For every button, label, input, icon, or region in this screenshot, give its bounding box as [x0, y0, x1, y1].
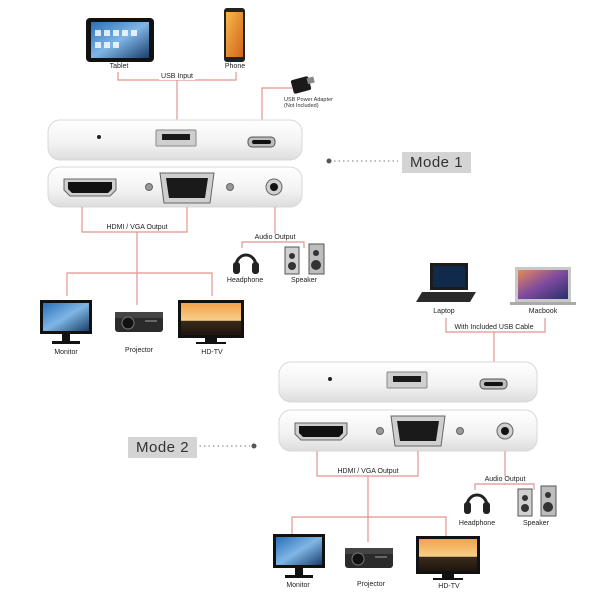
speaker-icon [517, 485, 557, 517]
hdmi-port [294, 422, 348, 441]
mode2-monitor-label: Monitor [286, 582, 310, 589]
vga-screw-right [456, 427, 464, 435]
usb-cable-label: With Included USB Cable [452, 324, 536, 331]
phone-icon [224, 8, 245, 62]
mode1-speaker-label: Speaker [290, 277, 318, 284]
led-indicator [328, 377, 332, 381]
mode2-pointer-dot [251, 443, 257, 449]
mode2-audio-output-label: Audio Output [482, 476, 528, 483]
usb-a-port [386, 371, 428, 389]
usb-power-adapter-label-line1: USB Power Adapter [284, 97, 333, 103]
mode1-audio-output-label: Audio Output [252, 234, 298, 241]
vga-screw-right [226, 183, 234, 191]
usb-input-label: USB Input [159, 73, 195, 80]
vga-port [159, 172, 215, 204]
macbook-label: Macbook [528, 308, 558, 315]
usb-power-adapter-icon [290, 76, 315, 94]
monitor-icon [273, 534, 325, 578]
mode2-projector-label: Projector [356, 581, 386, 588]
usb-power-adapter-label-line2: (Not Included) [284, 103, 319, 109]
laptop-label: Laptop [433, 308, 455, 315]
monitor-icon [40, 300, 92, 344]
hdtv-icon [178, 300, 244, 344]
mode1-hdmi-vga-connector [66, 207, 305, 305]
mode1-projector-label: Projector [124, 347, 154, 354]
macbook-icon [510, 267, 576, 305]
vga-port [390, 415, 446, 447]
led-indicator [97, 135, 101, 139]
mode2-badge: Mode 2 [128, 437, 198, 458]
mode1-badge: Mode 1 [402, 152, 472, 173]
usb-a-port [155, 129, 197, 147]
micro-usb-port [479, 378, 508, 390]
laptop-icon [416, 263, 476, 302]
tablet-icon [86, 18, 154, 62]
mode1-hdmi-vga-output-label: HDMI / VGA Output [104, 224, 170, 231]
mode1-monitor-label: Monitor [54, 349, 78, 356]
headphone-icon [233, 253, 259, 274]
vga-screw-left [145, 183, 153, 191]
mode1-headphone-label: Headphone [226, 277, 264, 284]
audio-jack [265, 178, 283, 196]
projector-icon [115, 312, 163, 332]
mode2-headphone-label: Headphone [458, 520, 496, 527]
phone-label: Phone [224, 63, 246, 70]
tablet-label: Tablet [109, 63, 129, 70]
projector-icon [345, 548, 393, 568]
mode2-hdtv-label: HD-TV [438, 583, 460, 590]
mode1-hdtv-label: HD-TV [201, 349, 223, 356]
audio-jack [496, 422, 514, 440]
hdtv-icon [416, 536, 480, 580]
speaker-icon [284, 243, 325, 275]
mode1-pointer-dot [326, 158, 332, 164]
mode2-hdmi-vga-connector [291, 451, 535, 542]
mode2-speaker-label: Speaker [522, 520, 550, 527]
hdmi-port [63, 178, 117, 197]
usb-power-adapter-label: USB Power Adapter (Not Included) [284, 97, 333, 109]
headphone-icon [464, 493, 490, 514]
vga-screw-left [376, 427, 384, 435]
micro-usb-port [247, 136, 276, 148]
mode2-hdmi-vga-output-label: HDMI / VGA Output [335, 468, 401, 475]
